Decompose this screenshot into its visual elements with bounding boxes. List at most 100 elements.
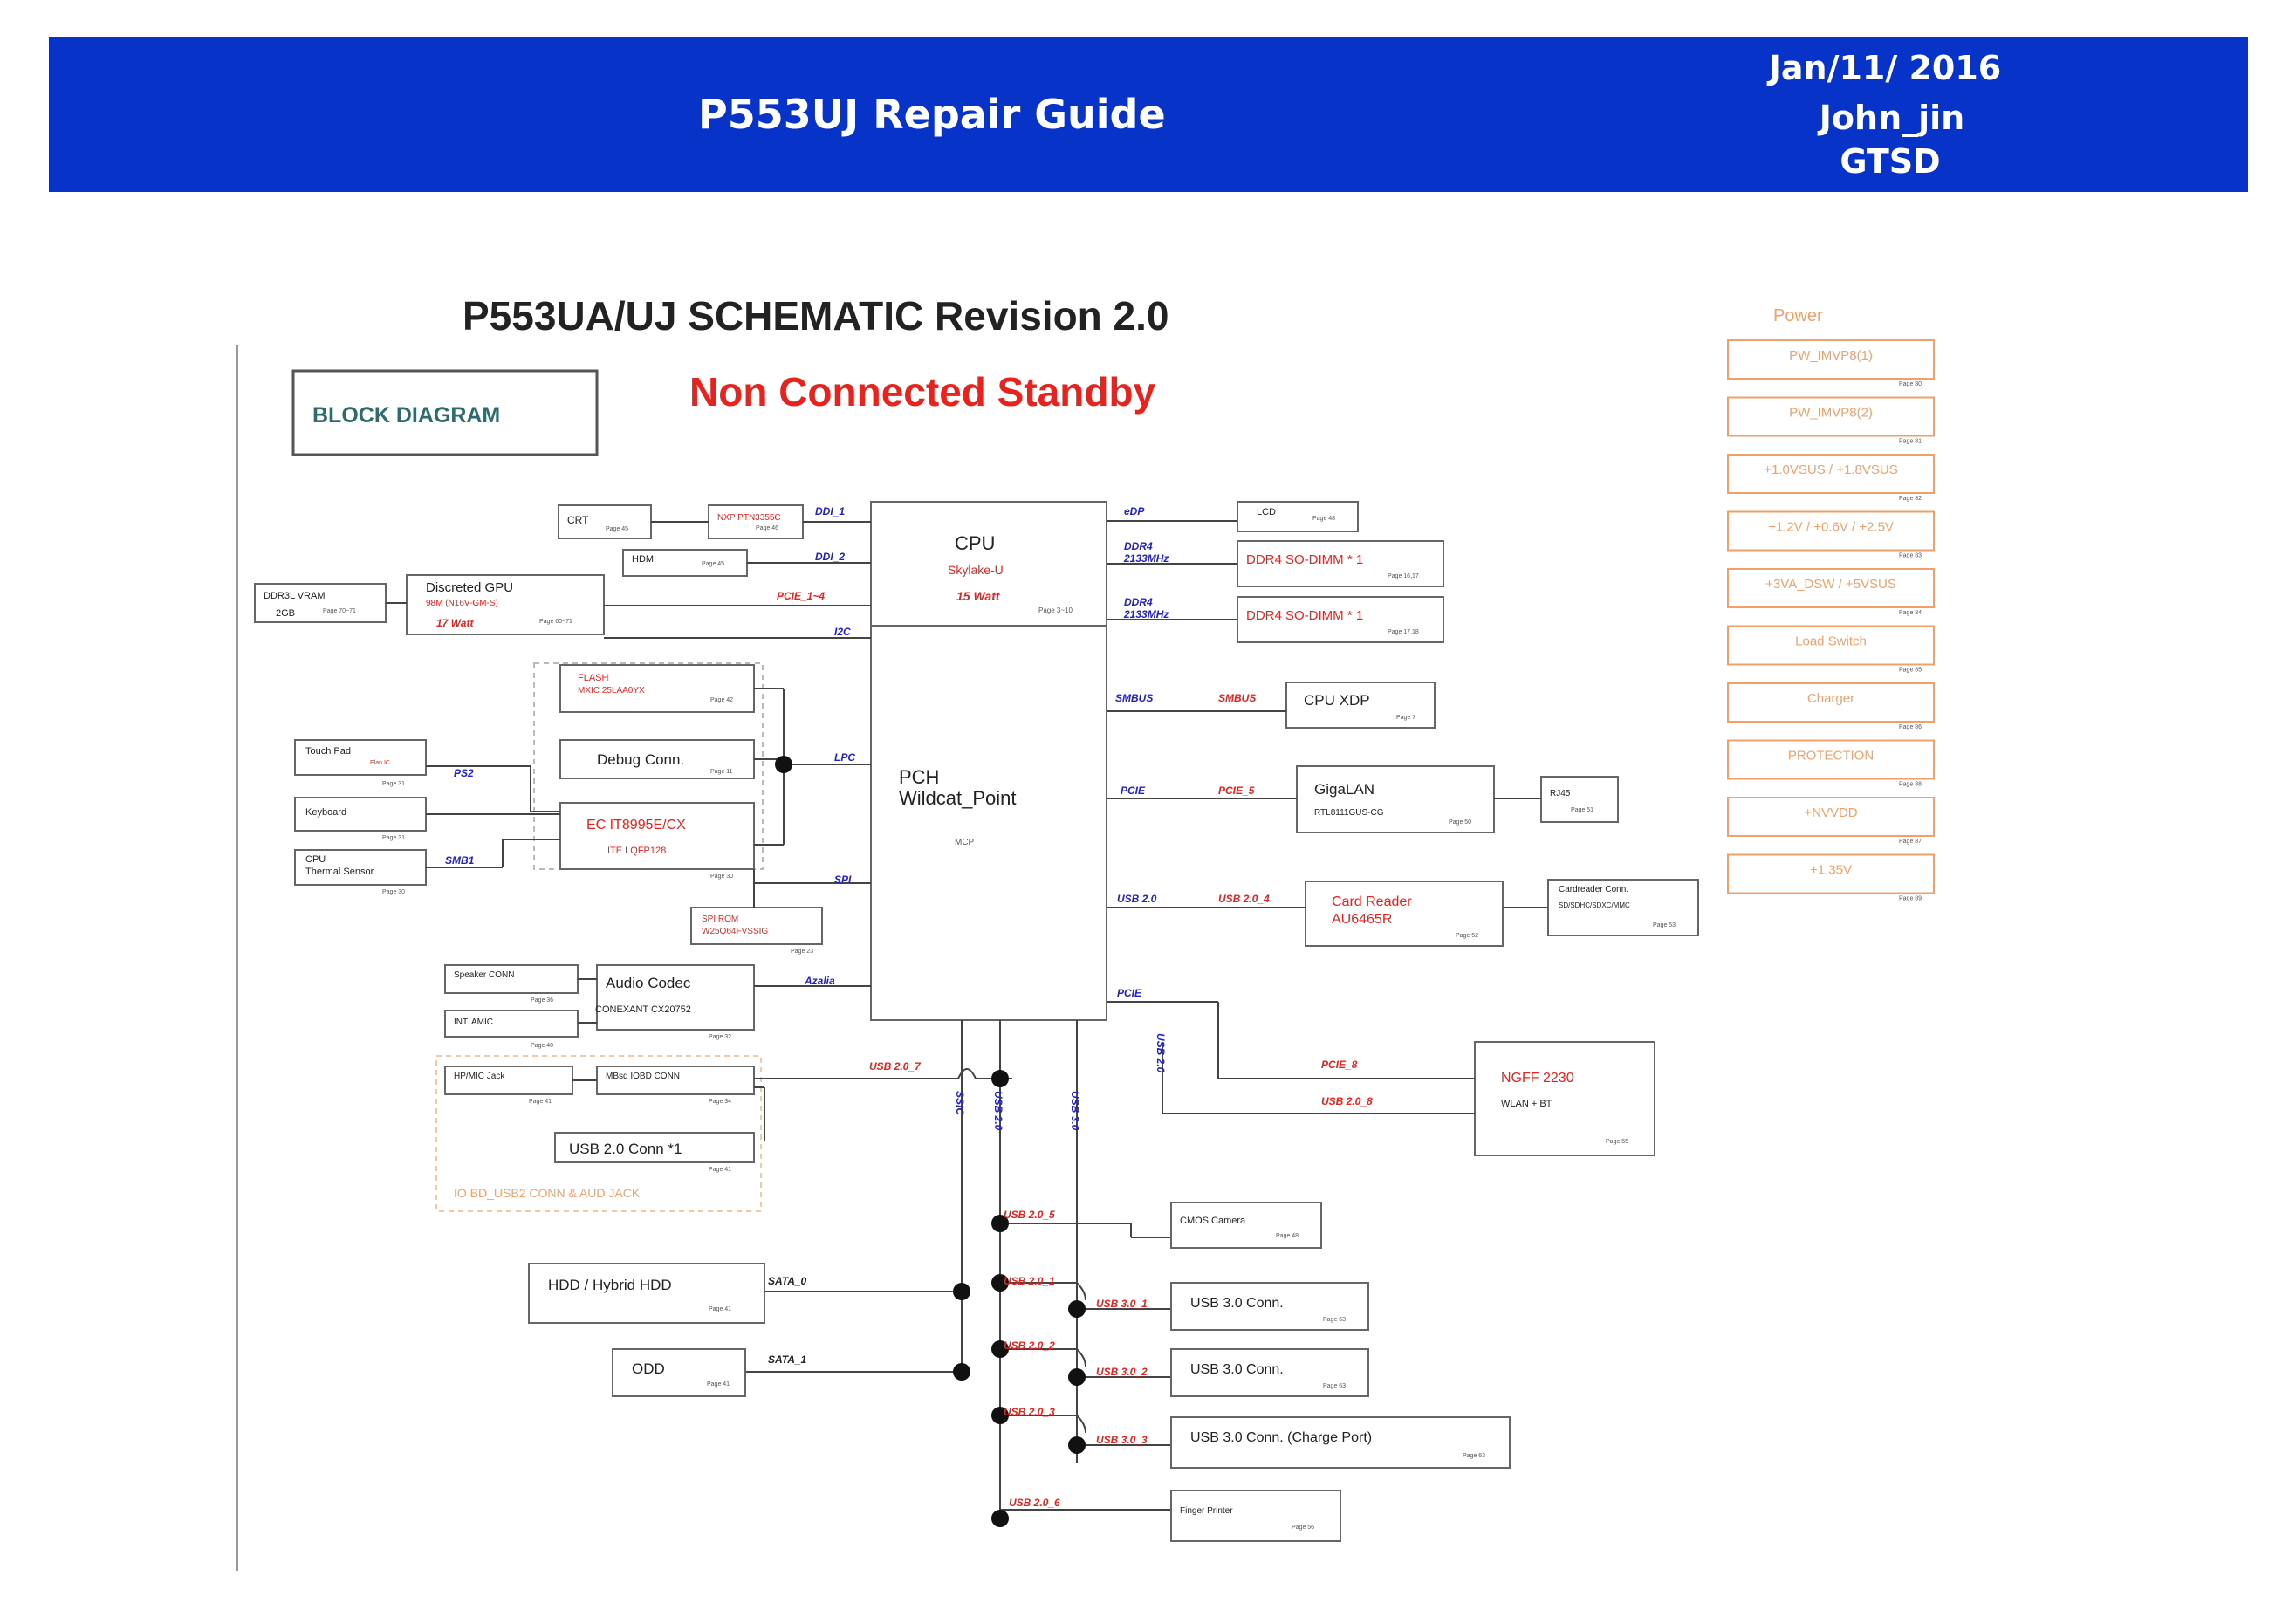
junction-dot-usb205 — [991, 1215, 1009, 1232]
hpmic-page: Page 41 — [529, 1099, 552, 1105]
junction-dot-usb302 — [1068, 1368, 1086, 1386]
banner-author: John_jin — [1819, 99, 1965, 137]
gpu-sub: 98M (N16V-GM-S) — [426, 599, 498, 608]
hp-mic-jack-block: HP/MIC Jack Page 41 — [444, 1066, 573, 1105]
usb3a-page: Page 63 — [1323, 1317, 1346, 1323]
power-item-page: Page 86 — [1899, 724, 1922, 730]
ddr2-label: DDR4 SO-DIMM * 1 — [1246, 608, 1363, 623]
spirom-sub: W25Q64FVSSIG — [702, 927, 768, 936]
usb3-conn-1-block: USB 3.0 Conn. Page 63 — [1170, 1282, 1369, 1331]
flash-sub: MXIC 25LAA0YX — [578, 686, 645, 696]
odd-label: ODD — [632, 1360, 665, 1377]
odd-page: Page 41 — [707, 1381, 730, 1388]
junction-dot-usb207 — [991, 1070, 1009, 1087]
pch-label: PCH — [899, 766, 939, 788]
power-item-label: PW_IMVP8(2) — [1789, 406, 1873, 421]
usb3a-label: USB 3.0 Conn. — [1190, 1296, 1284, 1311]
pch-label-2: Wildcat_Point — [899, 787, 1017, 809]
hdmi-label: HDMI — [632, 554, 656, 565]
gpu-label: Discreted GPU — [426, 580, 513, 595]
thermal-sensor-block: CPU Thermal Sensor Page 30 — [294, 849, 427, 895]
cmos-page: Page 48 — [1276, 1233, 1299, 1239]
signal-pcie14: PCIE_1~4 — [777, 590, 825, 602]
spi-rom-block: SPI ROM W25Q64FVSSIG Page 23 — [690, 907, 823, 955]
cardconn-page: Page 53 — [1653, 922, 1676, 928]
non-connected-standby-label: Non Connected Standby — [689, 369, 1156, 415]
keyboard-label: Keyboard — [305, 807, 346, 818]
touchpad-page: Page 31 — [382, 781, 405, 787]
hdd-label: HDD / Hybrid HDD — [548, 1277, 672, 1293]
banner-department: GTSD — [1840, 142, 1941, 181]
power-item-label: PROTECTION — [1788, 749, 1874, 764]
flash-page: Page 42 — [710, 697, 733, 703]
vram-size: 2GB — [276, 608, 295, 619]
debug-page: Page 11 — [710, 769, 733, 775]
signal-v-usb20b: USB 2.0 — [1155, 1033, 1167, 1073]
odd-block: ODD Page 41 — [612, 1348, 746, 1397]
codec-sub: CONEXANT CX20752 — [595, 1004, 691, 1015]
nxp-block: NXP PTN3355C Page 46 — [708, 504, 804, 539]
ddr2-page: Page 17,18 — [1388, 629, 1419, 635]
vertical-signal-labels: SSIC USB 2.0 USB 3.0 — [954, 1091, 1081, 1131]
codec-page: Page 32 — [709, 1034, 731, 1040]
ddr4-sodimm-1-block: DDR4 SO-DIMM * 1 Page 16,17 — [1237, 540, 1444, 587]
codec-label: Audio Codec — [606, 975, 691, 991]
signal-usb303: USB 3.0_3 — [1096, 1434, 1148, 1446]
speaker-conn-block: Speaker CONN Page 36 — [444, 964, 579, 1004]
int-amic-block: INT. AMIC Page 40 — [444, 1010, 579, 1049]
speaker-label: Speaker CONN — [454, 970, 514, 980]
mbsd-label: MBsd IOBD CONN — [606, 1072, 680, 1081]
gigalan-page: Page 50 — [1449, 819, 1471, 826]
signal-usb302: USB 3.0_2 — [1096, 1366, 1148, 1378]
power-item-label: PW_IMVP8(1) — [1789, 348, 1873, 363]
header-banner — [49, 37, 2248, 192]
ddr1-label: DDR4 SO-DIMM * 1 — [1246, 552, 1363, 567]
signal-pcie5: PCIE_5 — [1218, 785, 1255, 797]
signal-usb202: USB 2.0_2 — [1004, 1340, 1055, 1352]
speaker-page: Page 36 — [531, 997, 553, 1004]
hdmi-block: HDMI Page 45 — [622, 549, 748, 577]
signal-smbus: SMBUS — [1115, 692, 1153, 704]
vram-page: Page 70~71 — [323, 608, 356, 614]
junction-dot-usb201 — [991, 1274, 1009, 1292]
usb3c-label: USB 3.0 Conn. (Charge Port) — [1190, 1430, 1372, 1445]
signal-pcie-lan: PCIE — [1121, 785, 1146, 797]
cardconn-label: Cardreader Conn. — [1559, 885, 1628, 894]
hdmi-page: Page 45 — [702, 561, 724, 567]
signal-ddr4b: DDR4 — [1124, 596, 1153, 608]
power-item-label: Load Switch — [1795, 634, 1867, 649]
pch-mcp: MCP — [955, 838, 975, 847]
schematic-title: P553UA/UJ SCHEMATIC Revision 2.0 — [463, 293, 1169, 339]
cpu-sub: Skylake-U — [948, 563, 1004, 577]
rj45-label: RJ45 — [1550, 789, 1571, 798]
signal-smbus-r: SMBUS — [1218, 692, 1256, 704]
ec-label: EC IT8995E/CX — [586, 818, 686, 833]
card-reader-block: Card Reader AU6465R Page 52 — [1305, 881, 1504, 947]
power-item-page: Page 83 — [1899, 553, 1922, 559]
ec-wires — [426, 688, 871, 908]
gpu-watt: 17 Watt — [436, 617, 474, 629]
cardconn-sub: SD/SDHC/SDXC/MMC — [1559, 901, 1630, 909]
hdd-page: Page 41 — [709, 1306, 731, 1312]
junction-dot-sata0 — [953, 1283, 970, 1300]
signal-ddr4b-speed: 2133MHz — [1123, 608, 1169, 620]
crt-page: Page 45 — [606, 526, 628, 532]
vram-label: DDR3L VRAM — [264, 591, 326, 601]
usb3b-label: USB 3.0 Conn. — [1190, 1362, 1284, 1377]
spirom-label: SPI ROM — [702, 915, 738, 924]
right-signal-labels: eDP DDR4 2133MHz DDR4 2133MHz SMBUS SMBU… — [1115, 505, 1373, 1107]
right-wires — [1107, 520, 1548, 1114]
gpu-page: Page 60~71 — [539, 619, 572, 625]
hdd-block: HDD / Hybrid HDD Page 41 — [528, 1263, 765, 1324]
power-item: PW_IMVP8(1)Page 80 — [1727, 339, 1935, 387]
usb3c-page: Page 63 — [1463, 1453, 1485, 1459]
power-item-label: Charger — [1807, 691, 1854, 706]
cardreader-page: Page 52 — [1456, 933, 1478, 939]
power-item-page: Page 87 — [1899, 839, 1922, 845]
banner-date: Jan/11/ 2016 — [1768, 49, 2002, 87]
